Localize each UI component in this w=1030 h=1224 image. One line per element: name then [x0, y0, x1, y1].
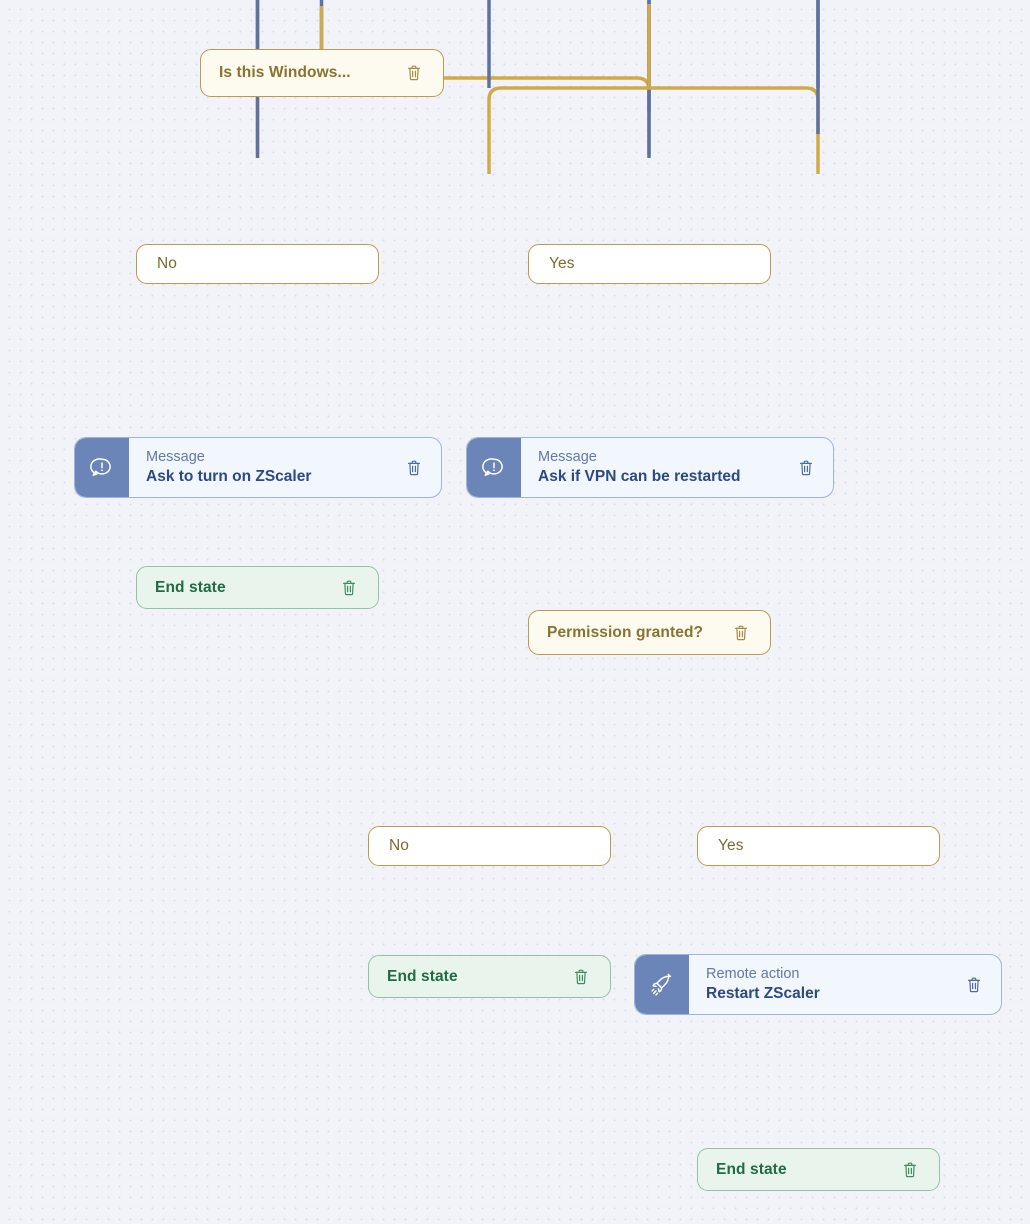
- message-alert-icon: [75, 438, 129, 497]
- action-title-label: Restart ZScaler: [706, 984, 820, 1002]
- action-kind-label: Message: [146, 448, 205, 465]
- trash-icon[interactable]: [570, 965, 592, 989]
- trash-icon[interactable]: [730, 621, 752, 645]
- node-message-ask-to-turn-on-zscaler[interactable]: Message Ask to turn on ZScaler: [74, 437, 442, 498]
- action-title-label: Ask to turn on ZScaler: [146, 467, 312, 485]
- connector-message-to-permission: [0, 0, 1030, 115]
- action-kind-label: Message: [538, 448, 597, 465]
- trash-icon[interactable]: [338, 576, 360, 600]
- action-title-label: Ask if VPN can be restarted: [538, 467, 741, 485]
- connector-windows-branch: [0, 0, 1030, 170]
- node-answer-windows-no[interactable]: No: [136, 244, 379, 284]
- connector-permission-no-to-endstate: [0, 0, 1030, 95]
- trash-icon[interactable]: [403, 456, 425, 480]
- message-alert-icon: [467, 438, 521, 497]
- node-answer-windows-yes[interactable]: Yes: [528, 244, 771, 284]
- condition-label: Is this Windows...: [219, 64, 351, 81]
- end-state-label: End state: [716, 1160, 787, 1178]
- trash-icon[interactable]: [403, 61, 425, 85]
- node-message-ask-if-vpn-can-be-restarted[interactable]: Message Ask if VPN can be restarted: [466, 437, 834, 498]
- answer-label: No: [389, 837, 410, 854]
- node-end-state-left[interactable]: End state: [136, 566, 379, 609]
- node-answer-permission-no[interactable]: No: [368, 826, 611, 866]
- node-end-state-middle[interactable]: End state: [368, 955, 611, 998]
- answer-label: Yes: [549, 255, 575, 272]
- rocket-icon: [635, 955, 689, 1014]
- action-body: Message Ask to turn on ZScaler: [129, 438, 441, 497]
- connector-permission-branch: [0, 0, 1030, 185]
- action-body: Remote action Restart ZScaler: [689, 955, 1001, 1014]
- action-body: Message Ask if VPN can be restarted: [521, 438, 833, 497]
- connector-no-to-message: [0, 0, 1030, 165]
- node-condition-permission-granted[interactable]: Permission granted?: [528, 610, 771, 655]
- node-end-state-bottom[interactable]: End state: [697, 1148, 940, 1191]
- action-texts: Remote action Restart ZScaler: [706, 966, 963, 1003]
- node-answer-permission-yes[interactable]: Yes: [697, 826, 940, 866]
- action-texts: Message Ask to turn on ZScaler: [146, 449, 403, 486]
- trash-icon[interactable]: [963, 973, 985, 997]
- answer-label: Yes: [718, 837, 744, 854]
- action-texts: Message Ask if VPN can be restarted: [538, 449, 795, 486]
- end-state-label: End state: [155, 578, 226, 596]
- connector-remote-action-to-endstate: [0, 0, 1030, 140]
- answer-label: No: [157, 255, 178, 272]
- connector-yes-to-message: [0, 0, 1030, 165]
- node-remote-action-restart-zscaler[interactable]: Remote action Restart ZScaler: [634, 954, 1002, 1015]
- trash-icon[interactable]: [899, 1158, 921, 1182]
- action-kind-label: Remote action: [706, 965, 800, 982]
- connector-message-to-endstate-left: [0, 0, 1030, 70]
- connector-incoming-top: [0, 0, 1030, 60]
- condition-label: Permission granted?: [547, 623, 704, 641]
- end-state-label: End state: [387, 967, 458, 985]
- trash-icon[interactable]: [795, 456, 817, 480]
- node-condition-is-this-windows[interactable]: Is this Windows...: [200, 49, 444, 97]
- connector-permission-yes-to-remote-action: [0, 0, 1030, 95]
